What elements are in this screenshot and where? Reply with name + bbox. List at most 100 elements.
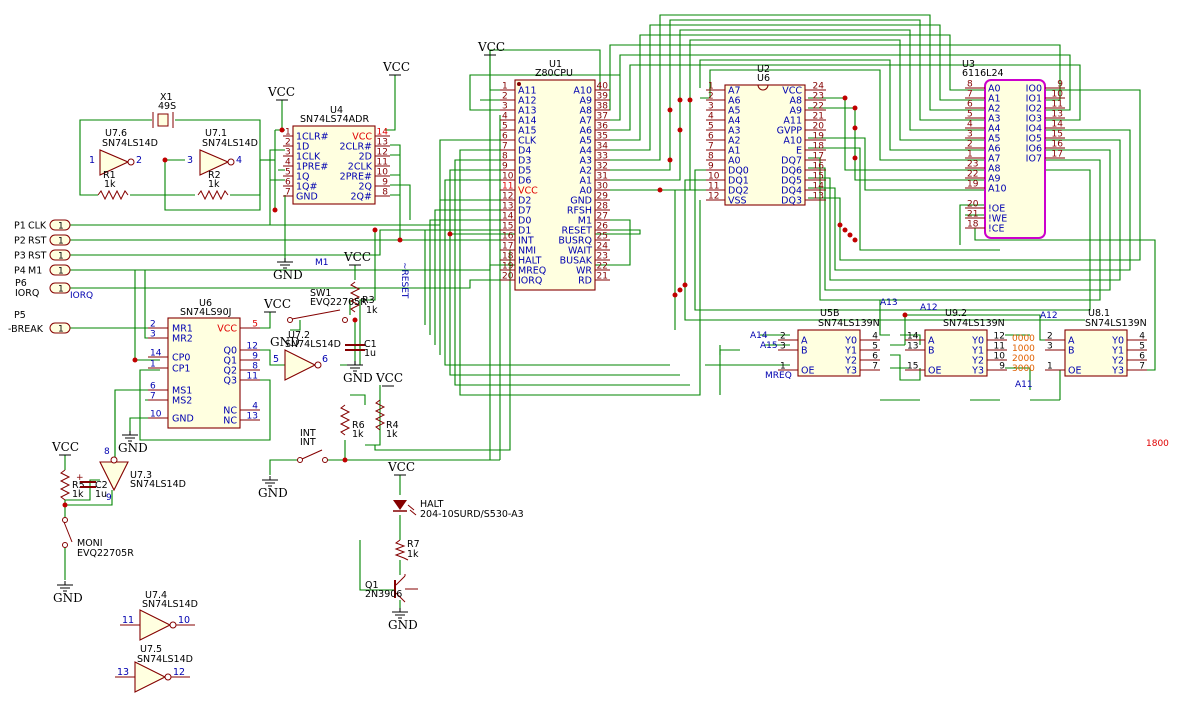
connector-label: IORQ	[15, 288, 39, 299]
connector-label: -BREAK	[8, 324, 44, 335]
u1-pin-label: D2	[518, 196, 531, 207]
r4-resistor[interactable]: R4 1k	[374, 399, 399, 440]
halt-led[interactable]: HALT 204-10SURD/S530-A3	[393, 499, 524, 520]
x1-crystal[interactable]: X1 49S	[152, 92, 176, 128]
u7-4-inverter[interactable]: U7.4 SN74LS14D 11 10	[120, 590, 198, 641]
u7-6-out: 2	[136, 155, 142, 166]
sw1-switch[interactable]: SW1 EVQ22705R	[287, 288, 368, 323]
decoder-pin-num: 11	[994, 342, 1005, 352]
u1-pin-label: A0	[579, 186, 592, 197]
u1-pin-label: D6	[518, 176, 531, 187]
u7-1-inverter[interactable]: U7.1 SN74LS14D 3 4	[187, 128, 258, 176]
u1-pin-label: D3	[518, 156, 531, 167]
u9-body	[924, 329, 988, 377]
u7-6-ref: U7.6	[105, 128, 127, 139]
gnd-label: GND	[273, 268, 303, 282]
c2-capacitor[interactable]: + C2 1u	[76, 473, 108, 500]
u3-pin-label: IO6	[1026, 144, 1042, 155]
u3-pin-num: 8	[967, 80, 973, 90]
u3-pin-label: A6	[988, 144, 1001, 155]
vcc-label: VCC	[263, 297, 291, 311]
u4-pin-label: 1CLR#	[296, 132, 329, 143]
svg-text:+: +	[76, 473, 84, 483]
connector-body[interactable]	[49, 282, 71, 294]
u4-pin-label: GND	[296, 192, 318, 203]
u1-pin-num: 11	[502, 182, 513, 192]
u8-value: SN74LS139N	[1085, 318, 1147, 329]
net-reset: ~RESET	[399, 262, 409, 299]
u7-6-inverter[interactable]: U7.6 SN74LS14D 1 2	[89, 128, 158, 176]
r3-resistor[interactable]: R3 1k	[349, 281, 378, 316]
u2-pin-num: 19	[813, 132, 825, 142]
halt-ref: HALT	[420, 499, 444, 510]
u1-pin-label: A2	[579, 166, 592, 177]
decoder-pin-label: Y3	[971, 366, 984, 377]
u5b-body	[797, 329, 861, 377]
u7-3-out: 9	[106, 493, 112, 503]
moni-switch[interactable]: MONI EVQ22705R	[62, 517, 135, 560]
u4-pin-label: 1Q	[296, 172, 310, 183]
u2-pin-num: 14	[813, 182, 825, 192]
u1-pin-label: A1	[579, 176, 592, 187]
u2-pin-num: 24	[813, 82, 825, 92]
u1-ref: U1	[549, 59, 562, 70]
u3-pin-label: A10	[988, 184, 1007, 195]
decoder-pin-label: B	[928, 346, 935, 357]
connector-pin: 1	[58, 237, 64, 247]
u3-pin-num: 21	[967, 210, 978, 220]
int-switch[interactable]: INT INT	[297, 428, 328, 463]
connector-pin: 1	[58, 285, 64, 295]
u2-pin-num: 9	[708, 162, 714, 172]
sw1-value: EVQ22705R	[310, 297, 367, 308]
u2-pin-label: A9	[789, 106, 802, 117]
connector-body[interactable]	[49, 249, 71, 261]
u6-pin-num: 10	[150, 410, 162, 420]
connector-body[interactable]	[49, 234, 71, 246]
u1-pin-num: 15	[502, 222, 513, 232]
u7-5-inverter[interactable]: U7.5 SN74LS14D 13 12	[115, 644, 193, 693]
r6-resistor[interactable]: R6 1k	[339, 404, 365, 440]
u7-1-ref: U7.1	[205, 128, 227, 139]
u1-body	[514, 79, 596, 291]
u6-pin-label: Q3	[223, 376, 237, 387]
u3-pin-num: 5	[967, 110, 973, 120]
r6-value: 1k	[352, 429, 364, 440]
u7-2-inverter[interactable]: U7.2 SN74LS14D 5 6	[273, 330, 341, 381]
u4-pin-label: 2CLK	[348, 162, 373, 173]
u2-pin-label: A1	[728, 146, 741, 157]
u7-3-inverter[interactable]: U7.3 SN74LS14D 8 9	[99, 447, 186, 503]
u1-pin-label: D7	[518, 206, 531, 217]
u1-pin-num: 7	[502, 142, 508, 152]
u7-6-value: SN74LS14D	[102, 138, 158, 149]
r7-resistor[interactable]: R7 1k	[394, 539, 420, 561]
decoder-pin-num: 14	[907, 332, 919, 342]
u3-pin-label: A1	[988, 94, 1001, 105]
c1-capacitor[interactable]: C1 1u	[345, 339, 377, 359]
u4-pin-label: 1D	[296, 142, 309, 153]
address-label: 1000	[1012, 344, 1035, 354]
r2-resistor[interactable]: R2 1k	[197, 170, 229, 201]
connector-body[interactable]	[49, 322, 71, 334]
u3-pin-num: 7	[967, 90, 973, 100]
u1-pin-label: A6	[579, 126, 592, 137]
r5-resistor[interactable]: R5 1k	[59, 469, 85, 501]
r1-resistor[interactable]: R1 1k	[97, 170, 129, 201]
u7-1-out: 4	[236, 155, 242, 166]
u4-pin-num: 10	[377, 168, 389, 178]
connector-body[interactable]	[49, 264, 71, 276]
decoder-pin-label: A	[801, 336, 808, 347]
connector-body[interactable]	[49, 219, 71, 231]
u3-pin-label: !WE	[988, 214, 1007, 225]
q1-transistor[interactable]: Q1 2N3906	[365, 574, 418, 603]
u3-pin-label: IO5	[1026, 134, 1042, 145]
